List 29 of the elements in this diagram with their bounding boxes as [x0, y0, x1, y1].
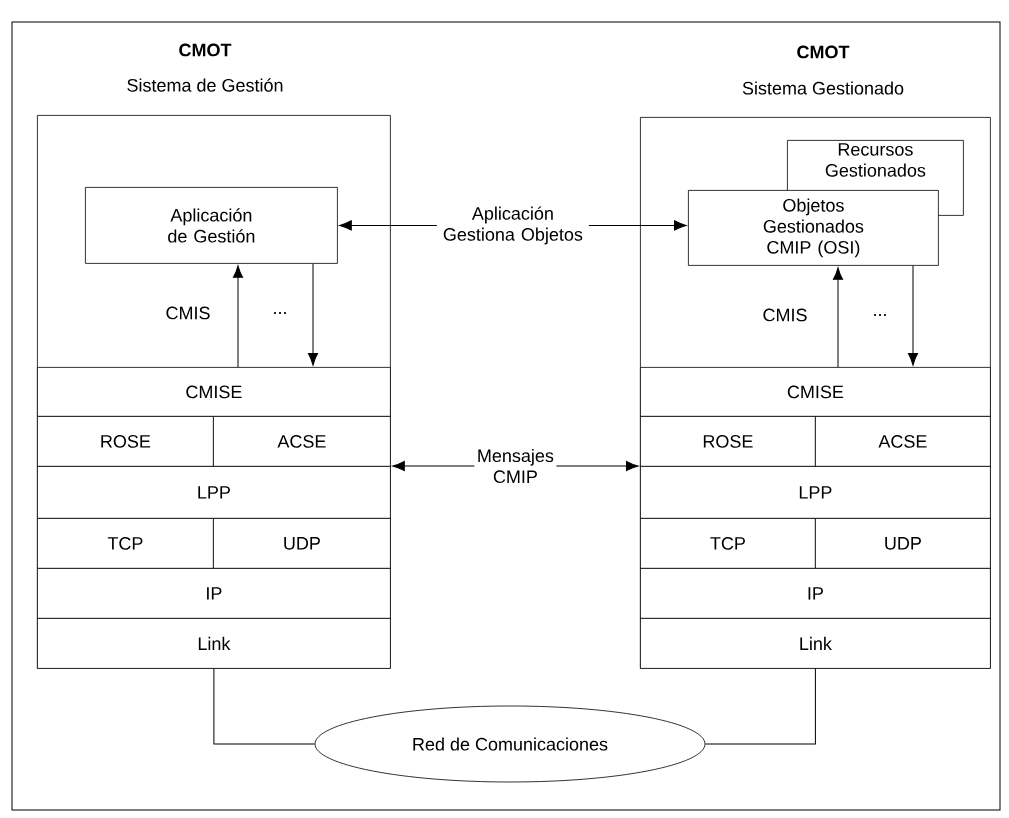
application-box: Aplicación de Gestión — [85, 187, 338, 264]
arrow — [232, 265, 244, 368]
edge-label: Aplicación Gestiona Objetos — [436, 205, 589, 246]
ellipsis-label: ... — [274, 312, 286, 314]
application-box: Objetos Gestionados CMIP (OSI) — [688, 190, 939, 266]
node-label: Sistema Gestionado — [742, 81, 904, 95]
layer-box: CMISE — [37, 367, 391, 417]
layer-box: ROSE — [37, 416, 214, 467]
arrow — [832, 267, 844, 368]
layer-box: TCP — [37, 518, 214, 569]
layer-box: TCP — [640, 518, 816, 569]
ellipsis-label: ... — [874, 314, 886, 316]
layer-box: Link — [640, 618, 991, 669]
node-label: CMOT — [179, 43, 232, 57]
layer-box: UDP — [213, 518, 391, 569]
layer-box: UDP — [815, 518, 991, 569]
node-label: CMOT — [797, 45, 850, 59]
layer-box: CMISE — [640, 367, 991, 417]
edge-label: Mensajes CMIP — [474, 447, 557, 485]
service-label: CMIS — [763, 308, 807, 322]
layer-box: Link — [37, 618, 391, 669]
layer-box: ACSE — [815, 416, 991, 467]
service-label: CMIS — [166, 306, 210, 320]
arrow — [307, 263, 319, 366]
layer-box: IP — [640, 568, 991, 619]
node-label: Sistema de Gestión — [127, 78, 283, 92]
layer-box: ROSE — [640, 416, 816, 467]
layer-box: ACSE — [213, 416, 391, 467]
arrow — [907, 265, 919, 366]
